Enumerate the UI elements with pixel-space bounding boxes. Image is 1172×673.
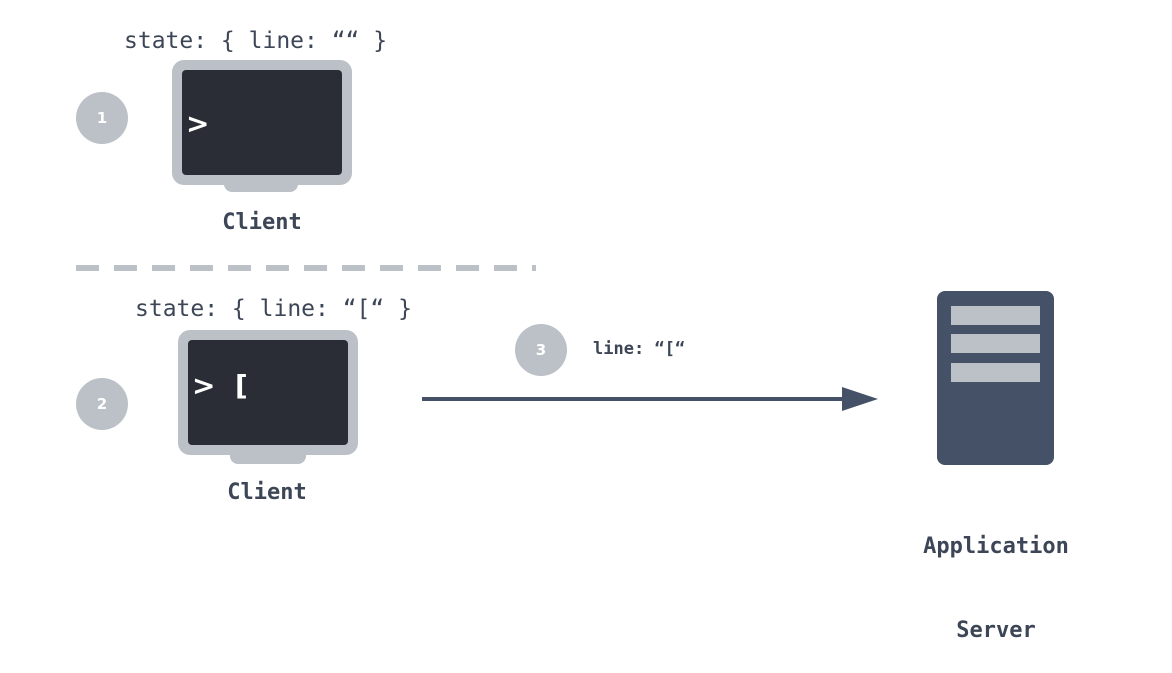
message-text: line: “[“ bbox=[593, 339, 686, 359]
arrow-head-icon bbox=[842, 387, 878, 411]
server-label: Application Server bbox=[896, 477, 1096, 673]
terminal-screen: > bbox=[182, 70, 342, 175]
server-label-line2: Server bbox=[956, 618, 1036, 643]
terminal-screen: > [ bbox=[188, 340, 348, 445]
client-monitor-step2: > [ bbox=[178, 330, 358, 464]
step-badge-1: 1 bbox=[76, 92, 128, 144]
section-divider bbox=[76, 265, 536, 271]
step-badge-2: 2 bbox=[76, 378, 128, 430]
state-text-step1: state: { line: ““ } bbox=[124, 28, 388, 54]
server-slot bbox=[951, 363, 1040, 382]
state-text-step2: state: { line: “[“ } bbox=[135, 296, 412, 322]
terminal-prompt: > [ bbox=[192, 369, 248, 402]
server-label-line1: Application bbox=[923, 534, 1069, 559]
server-icon bbox=[937, 291, 1054, 465]
client-monitor-step1: > bbox=[172, 60, 352, 192]
client-label-step1: Client bbox=[222, 210, 302, 235]
request-arrow bbox=[422, 387, 878, 411]
server-slot bbox=[951, 334, 1040, 353]
client-label-step2: Client bbox=[227, 480, 307, 505]
server-slot bbox=[951, 306, 1040, 325]
terminal-prompt: > bbox=[186, 107, 210, 140]
step-badge-3: 3 bbox=[515, 324, 567, 376]
